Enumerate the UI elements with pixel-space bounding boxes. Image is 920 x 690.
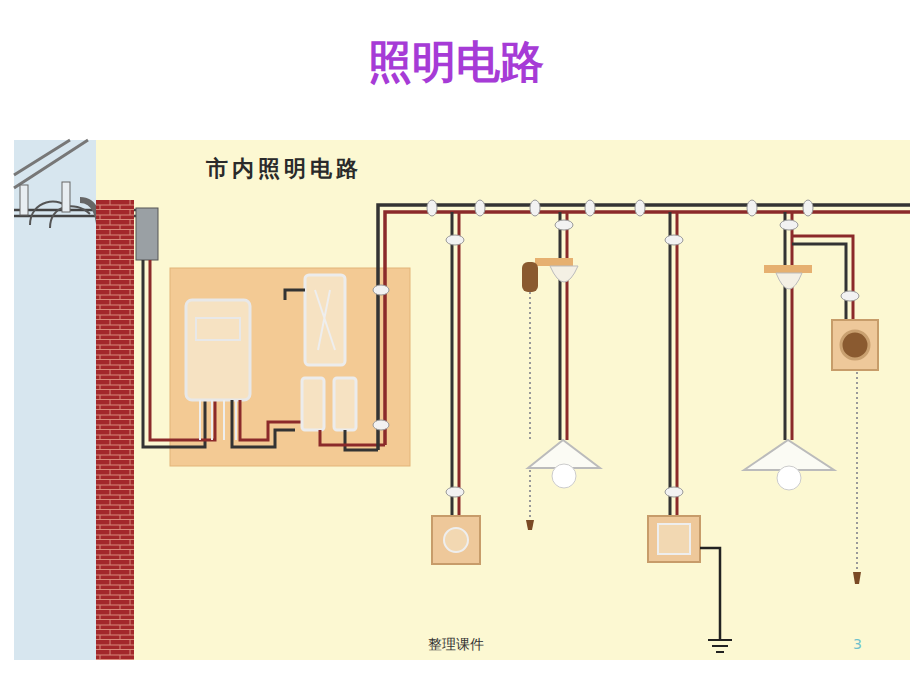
page-number: 3 <box>853 636 862 652</box>
ceiling-rose <box>535 258 573 266</box>
outside-sky <box>14 140 96 660</box>
wall-socket <box>432 516 480 564</box>
fuse <box>334 378 356 430</box>
pull-switch <box>522 262 538 292</box>
ceiling-rose <box>764 265 812 273</box>
wall-switch <box>832 320 878 370</box>
main-switch <box>305 275 345 365</box>
panel-ground <box>14 140 910 660</box>
grounded-socket <box>648 516 700 562</box>
ground-symbol <box>708 640 732 652</box>
illustration-heading: 市内照明电路 <box>204 154 364 184</box>
brick-wall <box>96 200 134 660</box>
energy-meter <box>186 300 250 400</box>
fuse <box>302 378 324 430</box>
footer-note: 整理课件 <box>0 636 916 654</box>
main-wire <box>385 212 910 445</box>
slide-title: 照明电路 <box>0 34 916 90</box>
